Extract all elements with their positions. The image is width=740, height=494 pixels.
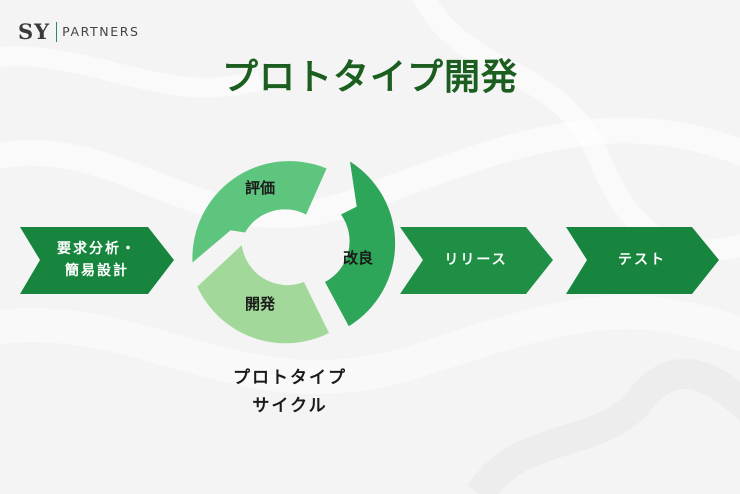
flow-step-requirements-line2: 簡易設計: [65, 263, 129, 279]
flow-step-requirements-label: 要求分析・ 簡易設計: [40, 238, 154, 282]
brand-logo: SY PARTNERS: [18, 20, 140, 44]
logo-mark: SY: [18, 19, 51, 44]
cycle-segment-improve: [325, 161, 396, 327]
cycle-caption-line2: サイクル: [252, 396, 328, 416]
cycle-caption-line1: プロトタイプ: [233, 368, 347, 388]
flow-arrow-test: [566, 227, 719, 294]
cycle-segment-develop: [197, 245, 329, 344]
logo-divider: [56, 22, 58, 42]
flow-step-release-label: リリース: [444, 252, 508, 268]
cycle-segment-develop-label: 開発: [244, 295, 275, 313]
flow-step-test-label: テスト: [618, 252, 666, 268]
flow-arrow-release: [400, 227, 553, 294]
page-title: プロトタイプ開発: [221, 57, 518, 98]
cycle-segment-evaluate: [192, 161, 327, 263]
cycle-caption: プロトタイプ サイクル: [200, 364, 380, 420]
cycle-segment-improve-label: 改良: [342, 249, 373, 267]
logo-wordmark: PARTNERS: [62, 24, 140, 39]
cycle-segment-evaluate-label: 評価: [244, 179, 275, 197]
flow-step-requirements-line1: 要求分析・: [57, 241, 137, 257]
flow-arrow-requirements: [20, 227, 174, 294]
